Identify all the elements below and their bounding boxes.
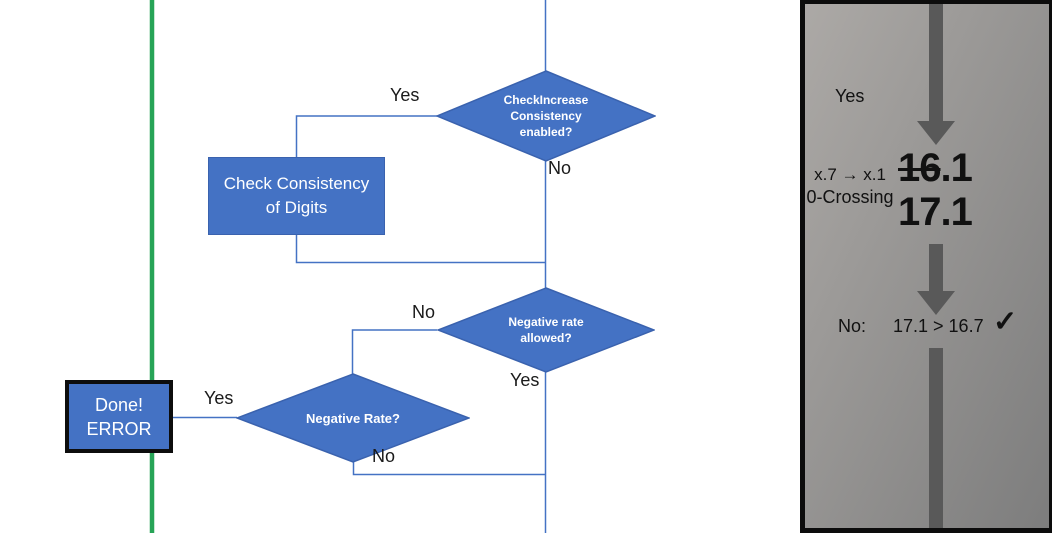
- decision-negative-rate: Negative Rate?: [236, 373, 470, 463]
- panel-values: 16.1 17.1: [898, 146, 973, 234]
- down-arrow-shaft-1: [929, 4, 943, 122]
- diamond-shape: [236, 373, 470, 463]
- edge-label-yes-done: Yes: [204, 388, 234, 408]
- process-check-consistency-of-digits: Check Consistency of Digits: [208, 157, 385, 235]
- connector-d2-no-to-d3: [351, 329, 437, 374]
- edge-label-yes-top: Yes: [390, 85, 420, 105]
- panel-result-comparison: 17.1 > 16.7: [893, 316, 984, 336]
- decision-label: Negative Rate?: [306, 410, 400, 426]
- flow-connectors: [172, 0, 547, 533]
- annotation-panel: Yes x.7 → x.1 0-Crossing 16.1 17.1 No: 1…: [800, 0, 1052, 533]
- checkmark-icon: ✓: [993, 306, 1018, 338]
- process-label: Check Consistency of Digits: [223, 174, 370, 217]
- panel-result-label: No:: [838, 316, 867, 336]
- terminal-done-error: Done! ERROR: [65, 380, 173, 453]
- decision-check-increase-consistency: CheckIncrease Consistency enabled?: [436, 70, 656, 162]
- panel-crossing-note: x.7 → x.1 0-Crossing: [805, 164, 895, 208]
- edge-label-yes-mid: Yes: [510, 370, 540, 390]
- new-value: 17.1: [898, 190, 973, 234]
- decision-negative-rate-allowed: Negative rate allowed?: [437, 287, 655, 373]
- edge-label-no-top: No: [548, 158, 572, 178]
- panel-yes-label: Yes: [835, 86, 865, 106]
- decision-label: Negative rate allowed?: [508, 315, 584, 345]
- diamond-shape: [436, 70, 656, 162]
- down-arrow-head-1: [917, 121, 955, 145]
- down-arrow-shaft-3: [929, 348, 943, 528]
- down-arrow-shaft-2: [929, 244, 943, 292]
- crossing-note-line2: 0-Crossing: [806, 187, 894, 207]
- down-arrow-head-2: [917, 291, 955, 315]
- edge-label-no-bottom: No: [372, 446, 396, 466]
- connector-d3-no-to-main: [352, 462, 545, 476]
- connector-process-to-main: [295, 234, 545, 264]
- arrow-layer: [917, 4, 955, 528]
- diamond-shape: [437, 287, 655, 373]
- decision-label: CheckIncrease Consistency enabled?: [503, 93, 589, 139]
- edge-label-no-mid: No: [412, 302, 436, 322]
- terminal-label: Done! ERROR: [86, 394, 152, 439]
- crossing-note-line1: x.7 → x.1: [814, 165, 886, 184]
- old-value: 16.1: [898, 146, 973, 190]
- connector-d1-yes-to-process: [295, 115, 437, 158]
